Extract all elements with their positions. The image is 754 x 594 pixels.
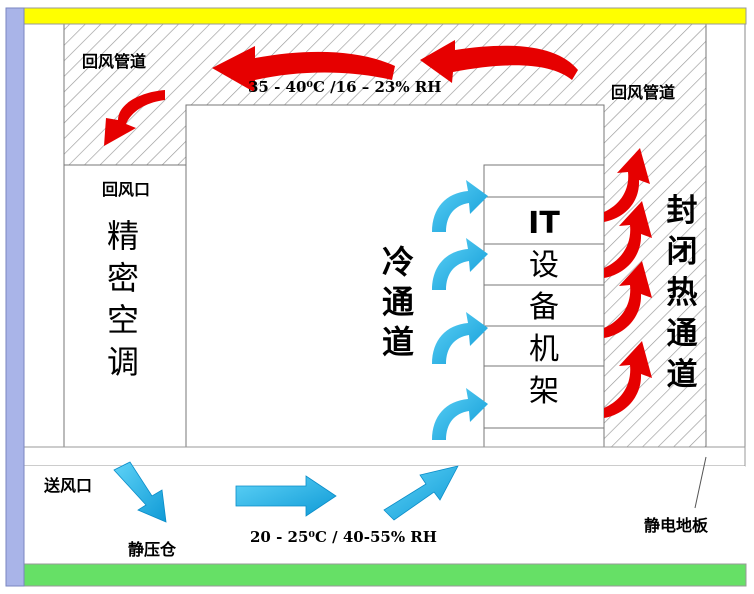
it-rack-char: IT: [528, 206, 560, 241]
hot-aisle-char: 道: [666, 357, 698, 393]
supply-flow-arrows: [113, 461, 459, 523]
cold-air-arrows: [432, 180, 488, 440]
it-rack: [483, 164, 605, 448]
crac-label: 精 密 空 调: [100, 220, 146, 378]
return-duct-left-label: 回风管道: [82, 52, 147, 71]
blue-curved-arrow-icon: [432, 388, 488, 440]
crac-char: 空: [106, 301, 139, 339]
it-rack-char: 架: [529, 374, 559, 409]
it-rack-char: 备: [529, 290, 559, 325]
raised-floor-pointer: [694, 456, 707, 509]
blue-curved-arrow-icon: [432, 312, 488, 364]
hot-aisle-label: 封 闭 热 通 道: [660, 196, 704, 391]
return-duct-right-label: 回风管道: [611, 83, 676, 102]
cold-aisle-char: 道: [381, 323, 414, 361]
cold-aisle-char: 通: [381, 283, 414, 321]
crac-char: 密: [106, 259, 139, 297]
floor-plenum: [24, 466, 745, 564]
red-curved-arrow-icon: [604, 341, 652, 418]
red-curved-arrow-icon: [212, 46, 395, 92]
hot-aisle-char: 通: [666, 316, 698, 352]
crac-char: 精: [106, 217, 139, 255]
blue-straight-arrow-icon: [113, 461, 167, 523]
raised-floor: [23, 446, 746, 467]
blue-curved-arrow-icon: [432, 238, 488, 290]
cold-aisle-char: 冷: [381, 243, 414, 281]
supply-air-outlet-label: 送风口: [44, 476, 93, 495]
it-rack-char: 设: [529, 248, 559, 283]
hot-air-arrows: [104, 40, 652, 418]
supply-air-temp-label: 20 - 25⁰C / 40-55% RH: [250, 528, 437, 546]
red-curved-arrow-icon: [604, 201, 652, 278]
rack-shelf-lines: [484, 196, 604, 429]
it-rack-char: 机: [529, 332, 559, 367]
hot-aisle-char: 封: [666, 193, 698, 229]
left-wall: [5, 7, 25, 587]
red-curved-arrow-icon: [604, 148, 650, 222]
raised-floor-label: 静电地板: [644, 516, 709, 535]
hot-aisle-char: 热: [666, 275, 698, 311]
red-curved-arrow-icon: [104, 90, 165, 146]
return-air-temp-label: 35 - 40⁰C /16 – 23% RH: [248, 78, 442, 96]
it-rack-label: IT 设 备 机 架: [518, 209, 570, 407]
plenum-label: 静压仓: [128, 540, 177, 559]
crac-unit: [63, 164, 187, 448]
blue-straight-arrow-icon: [383, 465, 459, 521]
hot-aisle-char: 闭: [666, 234, 698, 270]
blue-straight-arrow-icon: [235, 475, 337, 517]
cold-aisle-label: 冷 通 道: [378, 246, 418, 358]
blue-curved-arrow-icon: [432, 180, 488, 232]
ceiling-bar: [23, 7, 747, 25]
red-curved-arrow-icon: [604, 261, 652, 338]
crac-char: 调: [106, 343, 139, 381]
ground-bar: [23, 563, 747, 587]
return-air-inlet-label: 回风口: [102, 180, 151, 199]
red-curved-arrow-icon: [420, 40, 578, 83]
